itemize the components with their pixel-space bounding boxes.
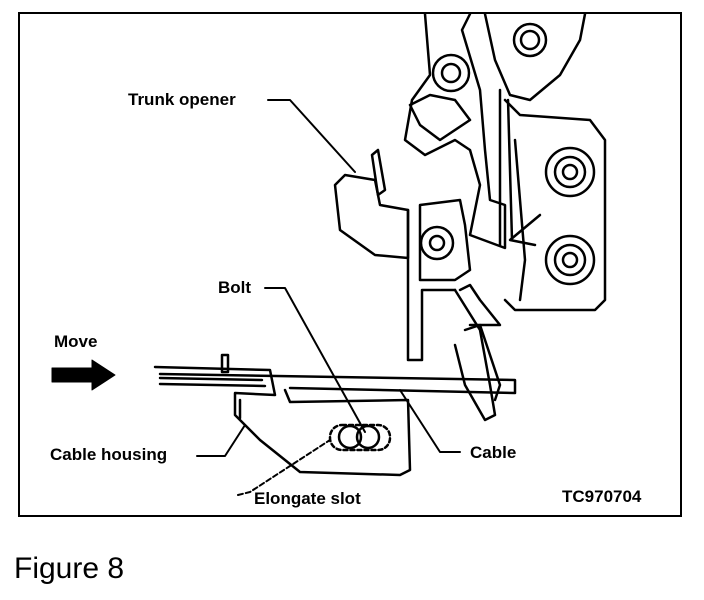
figure-code: TC970704: [562, 487, 642, 506]
latch-body: [403, 12, 607, 312]
trunk-opener-lever: [333, 93, 502, 422]
elongate-slot-label: Elongate slot: [254, 489, 361, 508]
elongate-slot: [328, 423, 392, 452]
bolt-label: Bolt: [218, 278, 252, 297]
cable: [158, 372, 517, 395]
figure-caption: Figure 8: [14, 552, 125, 585]
move-arrow-icon: [51, 359, 116, 391]
cable-label: Cable: [470, 443, 517, 462]
move-label: Move: [54, 332, 98, 351]
leader-lines: [196, 99, 461, 496]
cable-housing-bracket: [153, 353, 412, 477]
diagram-frame: [18, 12, 682, 517]
cable-housing-label: Cable housing: [50, 445, 168, 464]
trunk-opener-label: Trunk opener: [128, 90, 236, 109]
